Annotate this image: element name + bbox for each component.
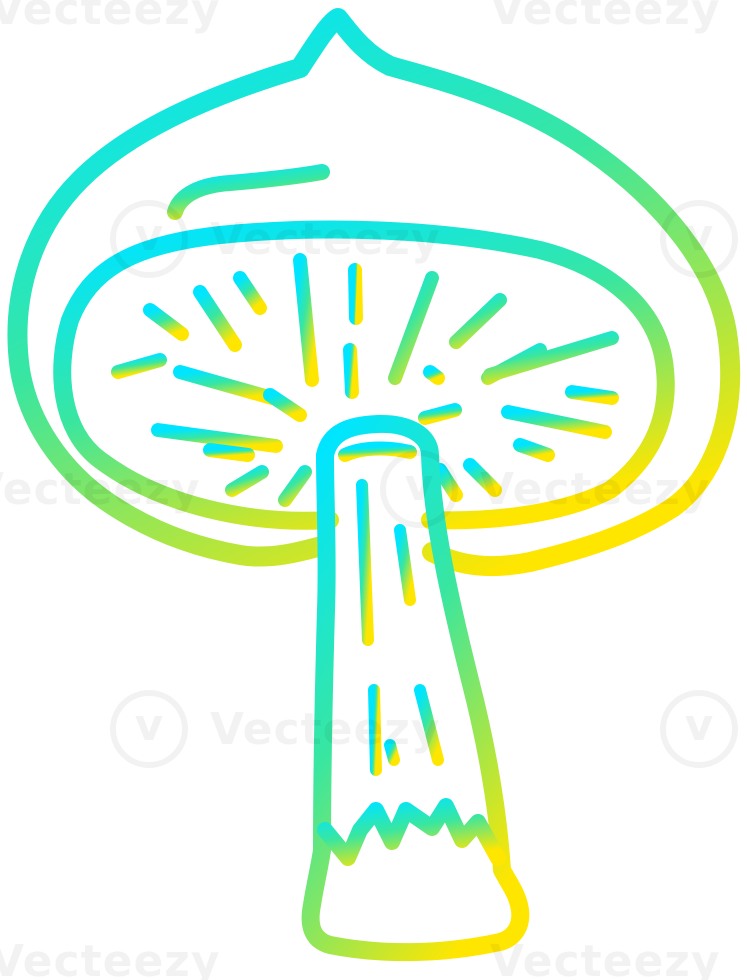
stem-collar: [338, 441, 417, 462]
stem-volva: [317, 798, 506, 866]
stem-lines: [356, 479, 444, 776]
stem-outline: [301, 414, 530, 962]
cap-outline: [7, 8, 741, 577]
gill-lines: [111, 253, 619, 507]
gill-rim: [53, 220, 675, 530]
cap-highlight: [167, 164, 330, 220]
